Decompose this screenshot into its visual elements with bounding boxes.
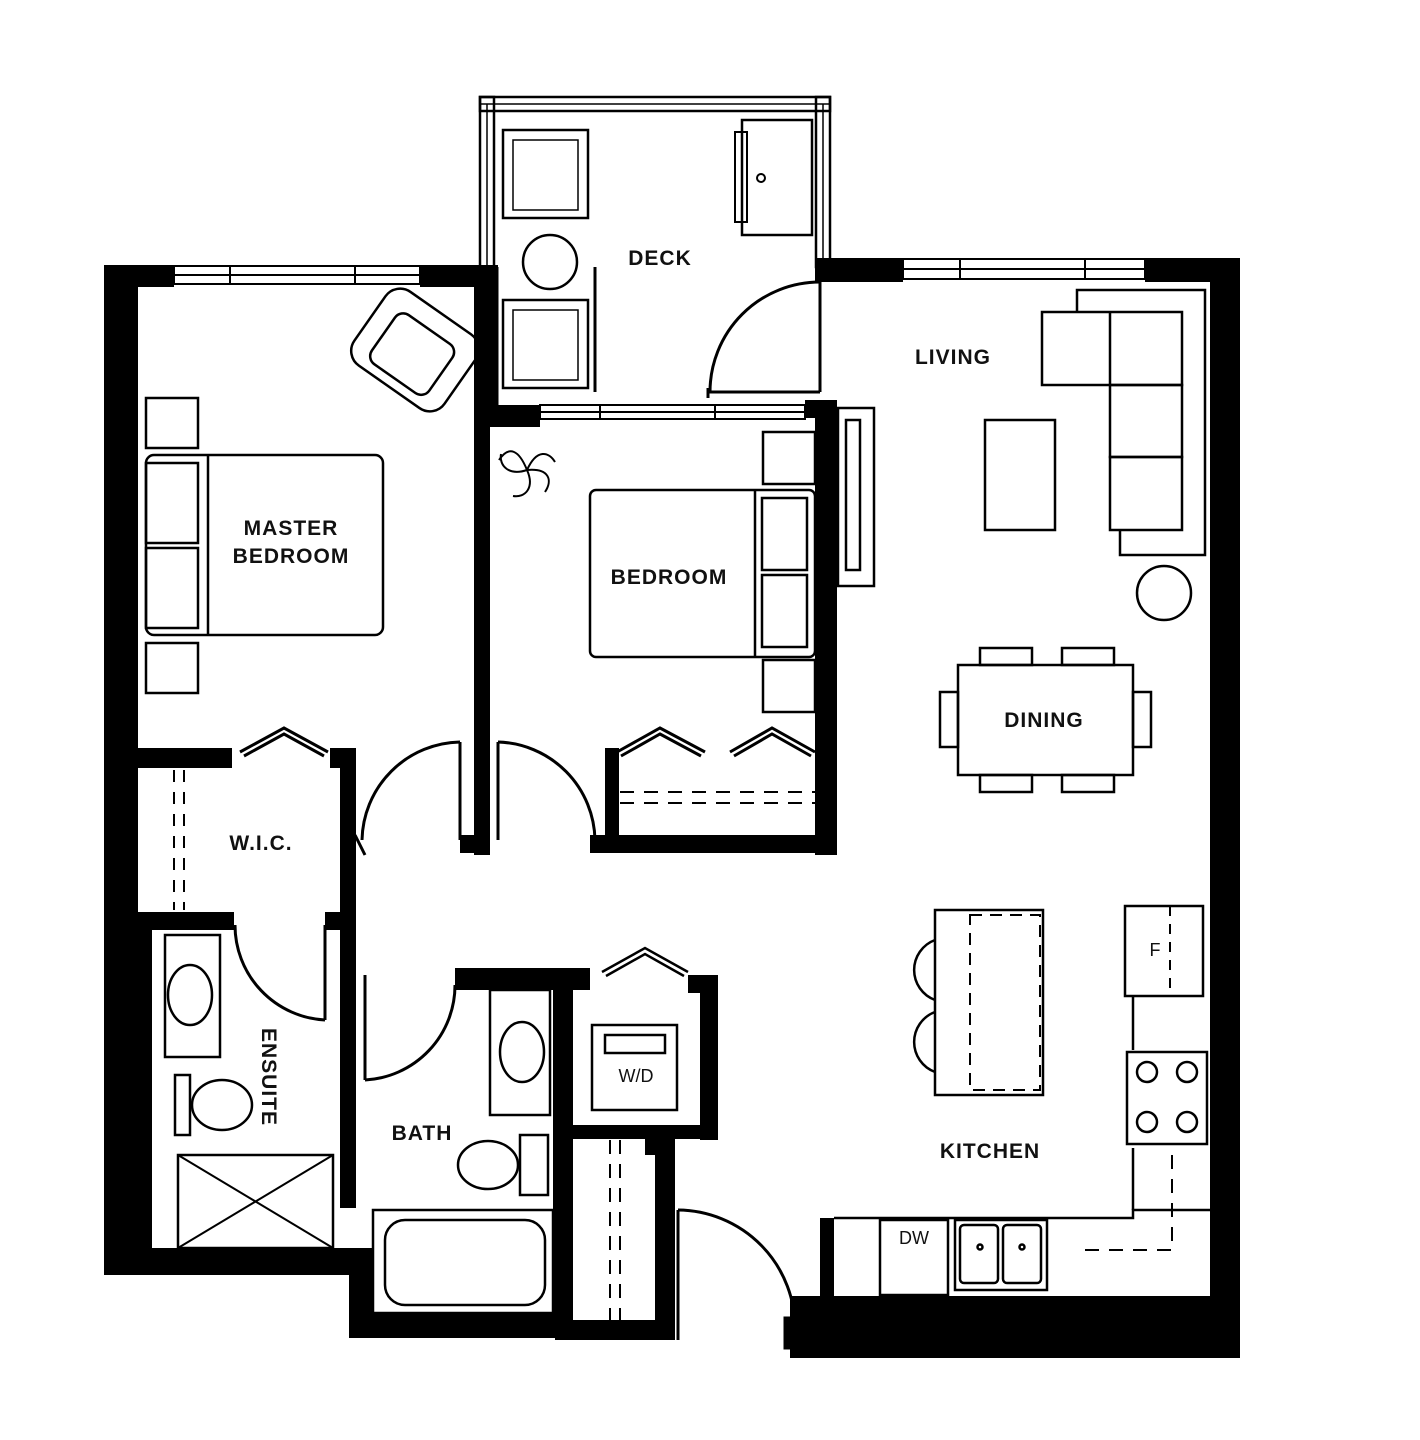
label-kitchen: KITCHEN [940, 1140, 1040, 1163]
label-fridge: F [1150, 940, 1161, 960]
wic-bifold-door [239, 726, 329, 758]
label-bath: BATH [392, 1122, 453, 1145]
label-bedroom: BEDROOM [611, 566, 728, 589]
windows [173, 258, 1146, 420]
label-master-line2: BEDROOM [233, 545, 350, 568]
bath-fixtures [371, 988, 555, 1315]
label-wic: W.I.C. [229, 832, 292, 855]
label-dishwasher: DW [899, 1228, 929, 1248]
label-dining: DINING [1004, 709, 1084, 732]
bedroom-door [496, 740, 597, 841]
living-furniture [983, 288, 1207, 622]
dining-set [938, 646, 1153, 794]
ensuite-fixtures [163, 933, 335, 1250]
kitchen-fixtures [834, 904, 1210, 1297]
label-washer-dryer: W/D [619, 1066, 654, 1086]
deck [478, 95, 832, 405]
interior-walls [134, 400, 837, 1330]
label-living: LIVING [915, 346, 991, 369]
label-ensuite: ENSUITE [257, 1028, 280, 1126]
wic-shelving [173, 770, 185, 910]
master-door [353, 740, 462, 856]
entry-closet [609, 1140, 674, 1320]
master-furniture [144, 287, 481, 695]
bath-door [363, 975, 457, 1082]
laundry-closet [590, 946, 689, 1112]
label-master-line1: MASTER [244, 517, 339, 540]
label-deck: DECK [628, 247, 692, 270]
bedroom-closet-doors [616, 726, 816, 758]
entry-door [676, 1208, 799, 1350]
deck-door [706, 280, 822, 398]
ensuite-door [233, 924, 327, 1022]
bedroom-closet-shelving [620, 791, 815, 804]
bedroom-furniture [498, 430, 817, 714]
tv-unit [836, 406, 876, 588]
exterior-walls [104, 258, 1240, 1358]
